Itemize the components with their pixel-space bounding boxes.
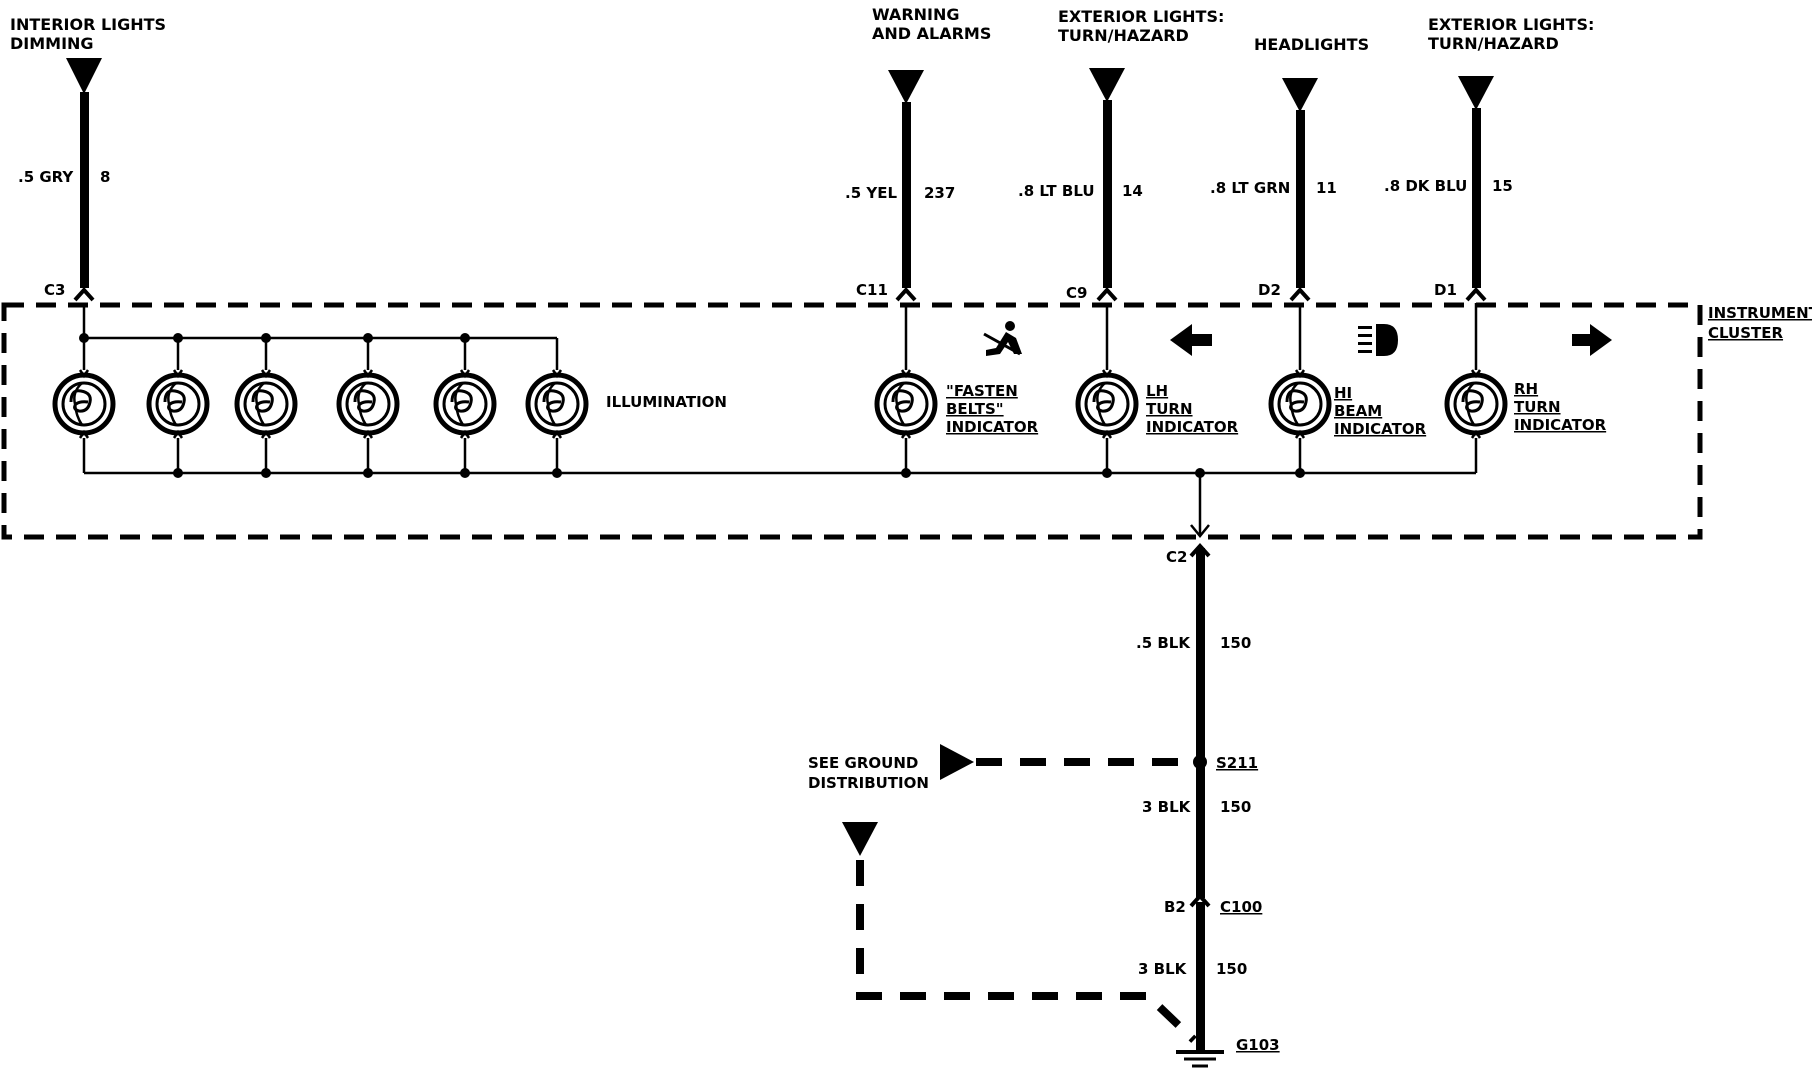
label-line: BEAM — [1334, 402, 1382, 420]
splice-dot — [1193, 755, 1207, 769]
connector-label: C11 — [856, 281, 888, 299]
illumination-bulb-5 — [436, 370, 494, 438]
arrow-down-icon — [842, 822, 878, 856]
heading-line-2: AND ALARMS — [872, 24, 991, 43]
connector-label: C9 — [1066, 284, 1087, 302]
circuit-number-label: 15 — [1492, 177, 1513, 195]
label-line: LH — [1146, 382, 1168, 400]
dashed-branch-g103 — [856, 860, 1197, 1043]
heading-line-2: TURN/HAZARD — [1058, 26, 1189, 45]
heading-line-1: WARNING — [872, 5, 960, 24]
circuit-number-label: 14 — [1122, 182, 1143, 200]
heading-line-1: INTERIOR LIGHTS — [10, 15, 166, 34]
wire-color-label: 3 BLK — [1142, 798, 1192, 816]
left-arrow-icon — [1170, 324, 1212, 356]
feed-wire-d2 — [1282, 78, 1318, 302]
label-line: RH — [1514, 380, 1538, 398]
heading-line-1: HEADLIGHTS — [1254, 35, 1369, 54]
wire-color-label: .8 LT GRN — [1210, 179, 1290, 197]
hi-beam-label: HI BEAM INDICATOR — [1334, 384, 1427, 438]
cluster-label-line-1: INSTRUMENT — [1708, 304, 1812, 322]
feed-wire-c9 — [1089, 68, 1125, 302]
fasten-belts-bulb — [877, 370, 935, 438]
label-line: TURN — [1514, 398, 1561, 416]
heading-line-1: EXTERIOR LIGHTS: — [1428, 15, 1594, 34]
wire-color-label: .5 BLK — [1136, 634, 1191, 652]
feed-wire-c11 — [888, 70, 924, 302]
circuit-number-label: 150 — [1220, 798, 1251, 816]
splice-label-s211: S211 — [1216, 754, 1258, 772]
illumination-bulb-3 — [237, 370, 295, 438]
connector-label-c2: C2 — [1166, 548, 1187, 566]
arrow-right-icon — [940, 744, 974, 780]
arrow-down-icon — [66, 58, 102, 94]
circuit-number-label: 8 — [100, 168, 110, 186]
label-line: TURN — [1146, 400, 1193, 418]
see-ground-line-1: SEE GROUND — [808, 754, 918, 772]
heading-exterior-lights-lh: EXTERIOR LIGHTS: TURN/HAZARD — [1058, 7, 1224, 45]
circuit-number-label: 237 — [924, 184, 955, 202]
feed-wire-d1 — [1458, 76, 1494, 302]
illumination-bulb-4 — [339, 370, 397, 438]
label-line: INDICATOR — [1146, 418, 1239, 436]
arrow-down-icon — [1282, 78, 1318, 112]
hi-beam-bulb — [1271, 370, 1329, 438]
arrow-down-icon — [888, 70, 924, 104]
illumination-bulb-1 — [55, 370, 113, 438]
connector-label-b2: B2 — [1164, 898, 1186, 916]
heading-interior-lights-dimming: INTERIOR LIGHTS DIMMING — [10, 15, 166, 53]
illumination-bulb-2 — [149, 370, 207, 438]
circuit-number-label: 150 — [1216, 960, 1247, 978]
connector-label: D1 — [1434, 281, 1457, 299]
cluster-internal-wiring — [82, 303, 1478, 538]
connector-label: D2 — [1258, 281, 1281, 299]
illumination-bulb-6 — [528, 370, 586, 438]
heading-line-1: EXTERIOR LIGHTS: — [1058, 7, 1224, 26]
arrow-down-icon — [1458, 76, 1494, 110]
lh-turn-label: LH TURN INDICATOR — [1146, 382, 1239, 436]
seatbelt-icon — [983, 321, 1022, 356]
label-line: INDICATOR — [1334, 420, 1427, 438]
heading-warning-and-alarms: WARNING AND ALARMS — [872, 5, 991, 43]
cluster-label-line-2: CLUSTER — [1708, 324, 1783, 342]
feed-wire-c3 — [66, 58, 102, 302]
ground-path — [1176, 543, 1224, 1068]
label-line: INDICATOR — [1514, 416, 1607, 434]
wire-color-label: .5 GRY — [18, 168, 74, 186]
rh-turn-label: RH TURN INDICATOR — [1514, 380, 1607, 434]
label-line: BELTS" — [946, 400, 1004, 418]
label-line: INDICATOR — [946, 418, 1039, 436]
label-line: HI — [1334, 384, 1352, 402]
junction-dots — [79, 333, 1305, 478]
connector-label-c100: C100 — [1220, 898, 1262, 916]
connector-label: C3 — [44, 281, 65, 299]
circuit-number-label: 11 — [1316, 179, 1337, 197]
wire-color-label: .8 DK BLU — [1384, 177, 1467, 195]
label-line: "FASTEN — [946, 382, 1018, 400]
rh-turn-bulb — [1447, 370, 1505, 438]
ground-label-g103: G103 — [1236, 1036, 1280, 1054]
lh-turn-bulb — [1078, 370, 1136, 438]
right-arrow-icon — [1572, 324, 1612, 356]
high-beam-icon — [1358, 324, 1398, 356]
illumination-label: ILLUMINATION — [606, 393, 727, 411]
instrument-cluster-box — [1, 302, 1703, 540]
wire-color-label: 3 BLK — [1138, 960, 1188, 978]
heading-line-2: TURN/HAZARD — [1428, 34, 1559, 53]
arrow-down-icon — [1089, 68, 1125, 102]
heading-headlights: HEADLIGHTS — [1254, 35, 1369, 54]
see-ground-line-2: DISTRIBUTION — [808, 774, 929, 792]
circuit-number-label: 150 — [1220, 634, 1251, 652]
wire-color-label: .5 YEL — [845, 184, 897, 202]
heading-exterior-lights-rh: EXTERIOR LIGHTS: TURN/HAZARD — [1428, 15, 1594, 53]
wire-color-label: .8 LT BLU — [1018, 182, 1095, 200]
fasten-belts-label: "FASTEN BELTS" INDICATOR — [946, 382, 1039, 436]
heading-line-2: DIMMING — [10, 34, 94, 53]
